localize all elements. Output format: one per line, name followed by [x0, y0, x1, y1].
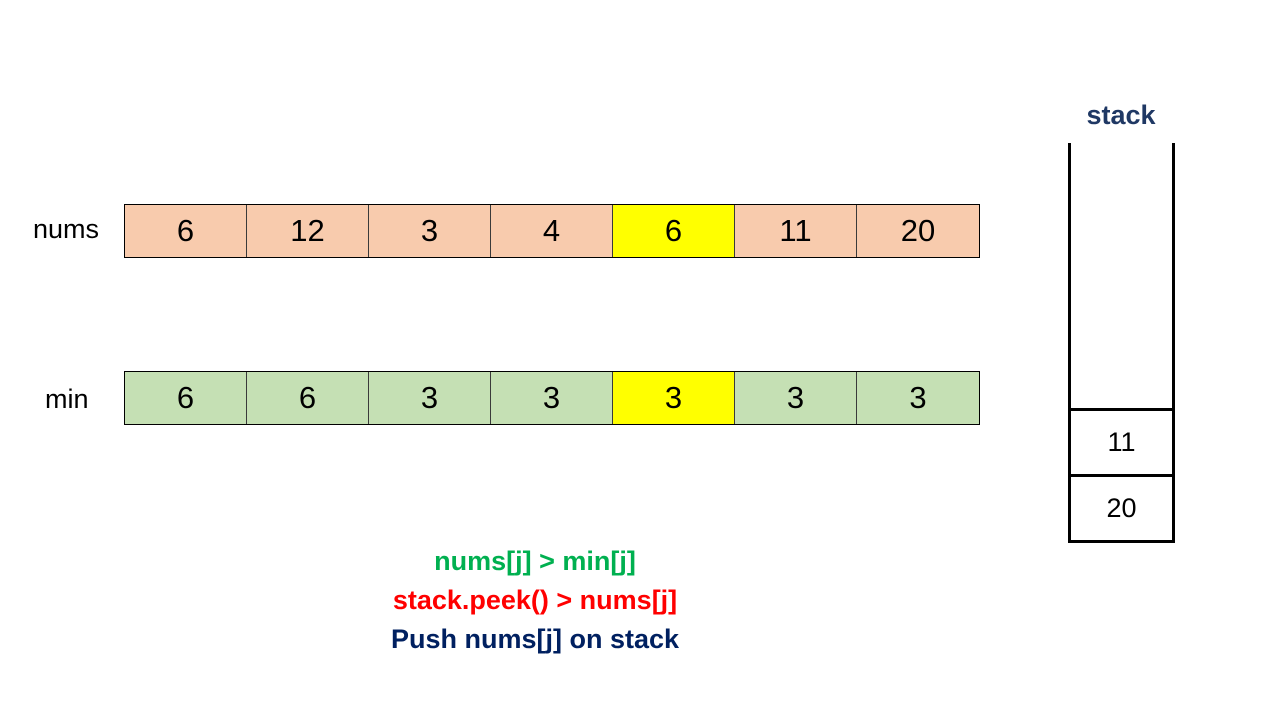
- stack-item-0: 11: [1071, 408, 1172, 474]
- stack-item-1: 20: [1071, 474, 1172, 540]
- nums-cell-5: 11: [735, 205, 857, 257]
- nums-cell-0: 6: [125, 205, 247, 257]
- nums-cell-3: 4: [491, 205, 613, 257]
- nums-cell-6: 20: [857, 205, 979, 257]
- min-cell-3: 3: [491, 372, 613, 424]
- min-cell-6: 3: [857, 372, 979, 424]
- min-cell-4: 3: [613, 372, 735, 424]
- nums-cell-2: 3: [369, 205, 491, 257]
- condition-line-0: nums[j] > min[j]: [434, 546, 636, 576]
- min-label: min: [45, 384, 89, 414]
- nums-cell-1: 12: [247, 205, 369, 257]
- nums-cell-4: 6: [613, 205, 735, 257]
- nums-label: nums: [33, 214, 100, 244]
- min-cell-5: 3: [735, 372, 857, 424]
- min-cell-2: 3: [369, 372, 491, 424]
- min-cell-0: 6: [125, 372, 247, 424]
- min-cell-1: 6: [247, 372, 369, 424]
- stack-title: stack: [1086, 100, 1156, 130]
- condition-line-1: stack.peek() > nums[j]: [392, 585, 678, 615]
- condition-text-block: nums[j] > min[j] stack.peek() > nums[j] Pu…: [335, 542, 735, 659]
- condition-line-2: Push nums[j] on stack: [390, 624, 680, 654]
